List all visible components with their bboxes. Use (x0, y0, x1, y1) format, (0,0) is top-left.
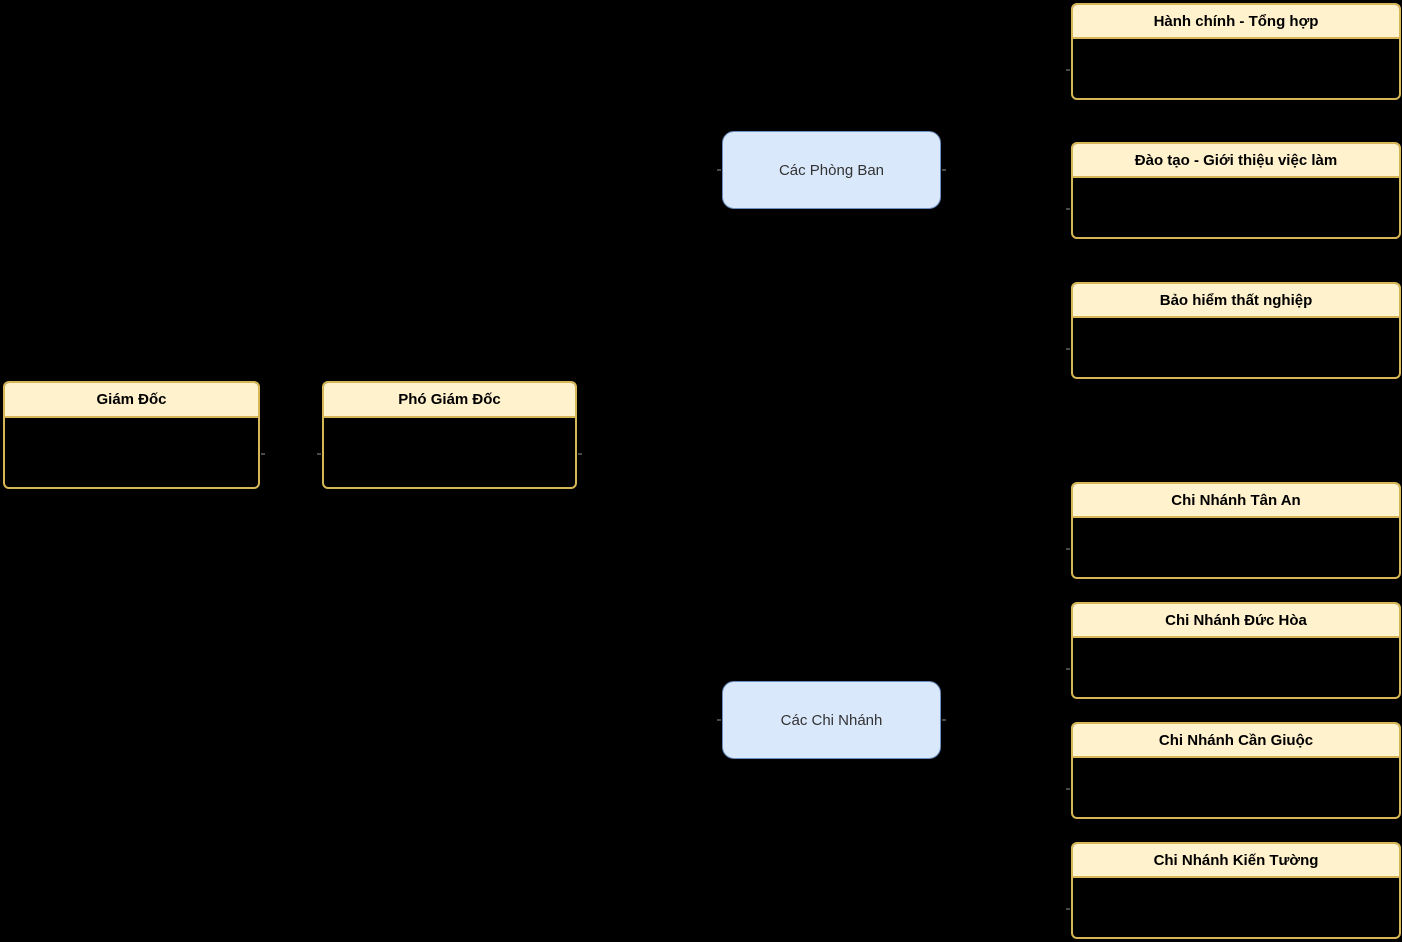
node-cac-phong-ban-label: Các Phòng Ban (778, 161, 885, 179)
node-can-giuoc-body (1073, 758, 1399, 817)
connector-stub (942, 719, 946, 721)
node-can-giuoc-title: Chi Nhánh Cần Giuộc (1073, 724, 1399, 758)
node-duc-hoa-body (1073, 638, 1399, 697)
node-cac-phong-ban: Các Phòng Ban (722, 131, 941, 209)
node-cac-chi-nhanh-label: Các Chi Nhánh (780, 711, 883, 729)
connector-stub (717, 169, 721, 171)
connector-stub (1066, 788, 1070, 790)
node-bao-hiem-body (1073, 318, 1399, 377)
node-pho-giam-doc: Phó Giám Đốc (322, 381, 577, 489)
connector-stub (1066, 69, 1070, 71)
connector-stub (1066, 668, 1070, 670)
node-kien-tuong-title: Chi Nhánh Kiến Tường (1073, 844, 1399, 878)
node-kien-tuong: Chi Nhánh Kiến Tường (1071, 842, 1401, 939)
node-tan-an: Chi Nhánh Tân An (1071, 482, 1401, 579)
connector-stub (1066, 348, 1070, 350)
connector-stub (1066, 908, 1070, 910)
node-bao-hiem: Bảo hiểm thất nghiệp (1071, 282, 1401, 379)
connector-stub (578, 453, 582, 455)
node-tan-an-title: Chi Nhánh Tân An (1073, 484, 1399, 518)
node-kien-tuong-body (1073, 878, 1399, 937)
node-hanh-chinh-title: Hành chính - Tổng hợp (1073, 5, 1399, 39)
connector-stub (261, 453, 265, 455)
connector-stub (1066, 548, 1070, 550)
connector-stub (317, 453, 321, 455)
node-hanh-chinh-body (1073, 39, 1399, 98)
node-hanh-chinh: Hành chính - Tổng hợp (1071, 3, 1401, 100)
node-cac-chi-nhanh: Các Chi Nhánh (722, 681, 941, 759)
node-can-giuoc: Chi Nhánh Cần Giuộc (1071, 722, 1401, 819)
node-dao-tao-title: Đào tạo - Giới thiệu việc làm (1073, 144, 1399, 178)
node-dao-tao: Đào tạo - Giới thiệu việc làm (1071, 142, 1401, 239)
node-bao-hiem-title: Bảo hiểm thất nghiệp (1073, 284, 1399, 318)
connector-stub (1066, 208, 1070, 210)
node-duc-hoa: Chi Nhánh Đức Hòa (1071, 602, 1401, 699)
node-giam-doc: Giám Đốc (3, 381, 260, 489)
node-tan-an-body (1073, 518, 1399, 577)
connector-stub (942, 169, 946, 171)
connector-stub (717, 719, 721, 721)
node-pho-giam-doc-title: Phó Giám Đốc (324, 383, 575, 418)
node-pho-giam-doc-body (324, 418, 575, 487)
node-giam-doc-title: Giám Đốc (5, 383, 258, 418)
node-dao-tao-body (1073, 178, 1399, 237)
node-duc-hoa-title: Chi Nhánh Đức Hòa (1073, 604, 1399, 638)
node-giam-doc-body (5, 418, 258, 487)
